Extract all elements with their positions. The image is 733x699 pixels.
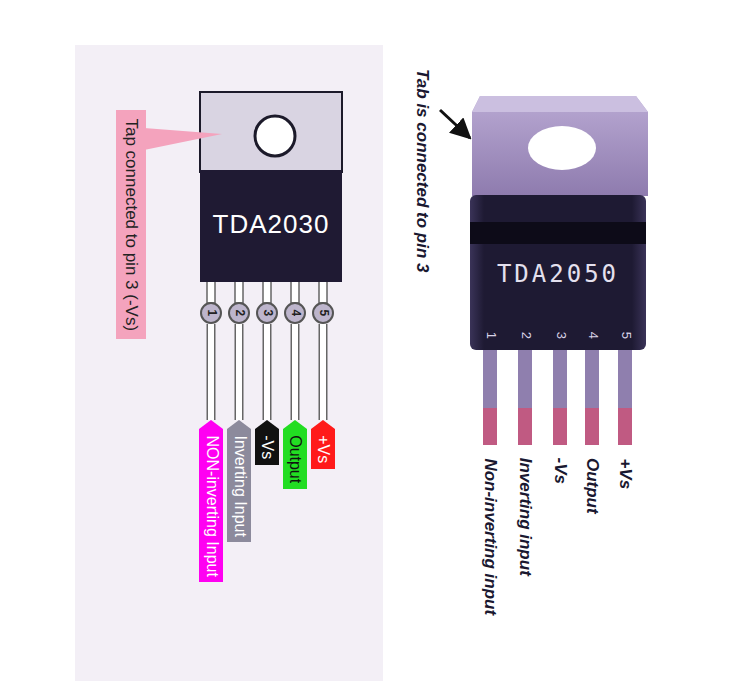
body-band <box>470 222 646 244</box>
pin-number: 5 <box>316 310 330 317</box>
lead-outline <box>291 324 300 420</box>
pin-number: 3 <box>260 310 274 317</box>
pin-name: Inverting input <box>515 458 535 576</box>
pin-tag: Output <box>283 420 307 489</box>
lead-outline <box>319 324 328 420</box>
pin-name: -Vs <box>550 458 570 484</box>
pin-number: 2 <box>517 331 534 340</box>
chip-body: TDA2050 <box>470 195 646 350</box>
pin-name: +Vs <box>314 435 332 463</box>
pin-name: +Vs <box>614 457 636 490</box>
pin-name: Output <box>581 457 603 515</box>
pin-name: -Vs <box>549 457 571 485</box>
part-number: TDA2030 <box>200 210 342 240</box>
pin-name: Non-inverting input <box>480 458 500 615</box>
pin-name: Output <box>286 435 304 483</box>
chip-body: TDA2030 <box>200 170 342 282</box>
pin-number: 2 <box>518 332 533 339</box>
tag-shape <box>199 420 223 582</box>
tag-shape <box>227 420 251 542</box>
pin-name: Inverting input <box>514 457 536 577</box>
panel <box>75 45 383 681</box>
tag-shape <box>283 420 307 489</box>
callout-text: Tap connected to pin 3 (-Vs) <box>121 118 141 331</box>
tab <box>200 92 342 172</box>
pin-tag: -Vs <box>255 420 279 465</box>
tab-bevel <box>472 96 648 112</box>
pin-circle: 1 <box>200 302 222 324</box>
part-number: TDA2050 <box>470 261 646 289</box>
pin-circle: 5 <box>312 302 334 324</box>
pin-lead <box>239 324 240 420</box>
pin-lead <box>267 324 268 420</box>
pin-name: Inverting Input <box>230 435 248 536</box>
pin-necks <box>207 281 327 303</box>
tab <box>472 96 648 196</box>
pin-lead <box>211 324 212 420</box>
pin-lead <box>323 324 324 420</box>
pin-tag: NON-inverting Input <box>199 420 223 582</box>
pin-number: 5 <box>617 331 634 340</box>
lead-fill <box>292 324 298 420</box>
pin-circle: 4 <box>284 302 306 324</box>
pin-name: -Vs <box>258 435 276 459</box>
pin-number: 2 <box>232 310 246 317</box>
pin-number: 1 <box>483 332 498 339</box>
lead-fill <box>236 324 242 420</box>
pin-number: 5 <box>618 332 633 339</box>
tag-shape <box>255 420 279 465</box>
tab-note: Tab is connected to pin 3 <box>412 69 432 272</box>
pin-tag: Inverting Input <box>227 420 251 542</box>
pin-number: 3 <box>552 331 569 340</box>
pin-number: 1 <box>204 310 218 317</box>
tag-shape <box>311 420 335 469</box>
pin-name: Output <box>582 458 602 514</box>
pin-circle: 3 <box>256 302 278 324</box>
pin-number: 4 <box>585 332 600 339</box>
pin-number: 3 <box>553 332 568 339</box>
tab-note: Tab is connected to pin 3 <box>411 68 433 273</box>
pin-number: 4 <box>288 310 302 317</box>
callout-box: Tap connected to pin 3 (-Vs) <box>116 110 146 339</box>
chip-body-shape <box>470 195 646 350</box>
lead-outline <box>207 324 216 420</box>
lead-fill <box>208 324 214 420</box>
pin-name: Non-inverting input <box>479 457 501 616</box>
mounting-hole <box>255 116 295 156</box>
lead-outline <box>263 324 272 420</box>
leads <box>483 350 632 445</box>
pin-tag: +Vs <box>311 420 335 469</box>
mounting-hole <box>528 126 596 170</box>
pin-number: 4 <box>584 331 601 340</box>
pin-lead <box>295 324 296 420</box>
tab-arrow <box>440 110 470 138</box>
lead-outline <box>235 324 244 420</box>
pin-number: 1 <box>482 331 499 340</box>
callout-pointer <box>144 128 222 150</box>
pin-name: +Vs <box>615 458 635 489</box>
lead-fill <box>320 324 326 420</box>
pin-circle: 2 <box>228 302 250 324</box>
lead-fill <box>264 324 270 420</box>
pin-name: NON-inverting Input <box>202 435 220 576</box>
